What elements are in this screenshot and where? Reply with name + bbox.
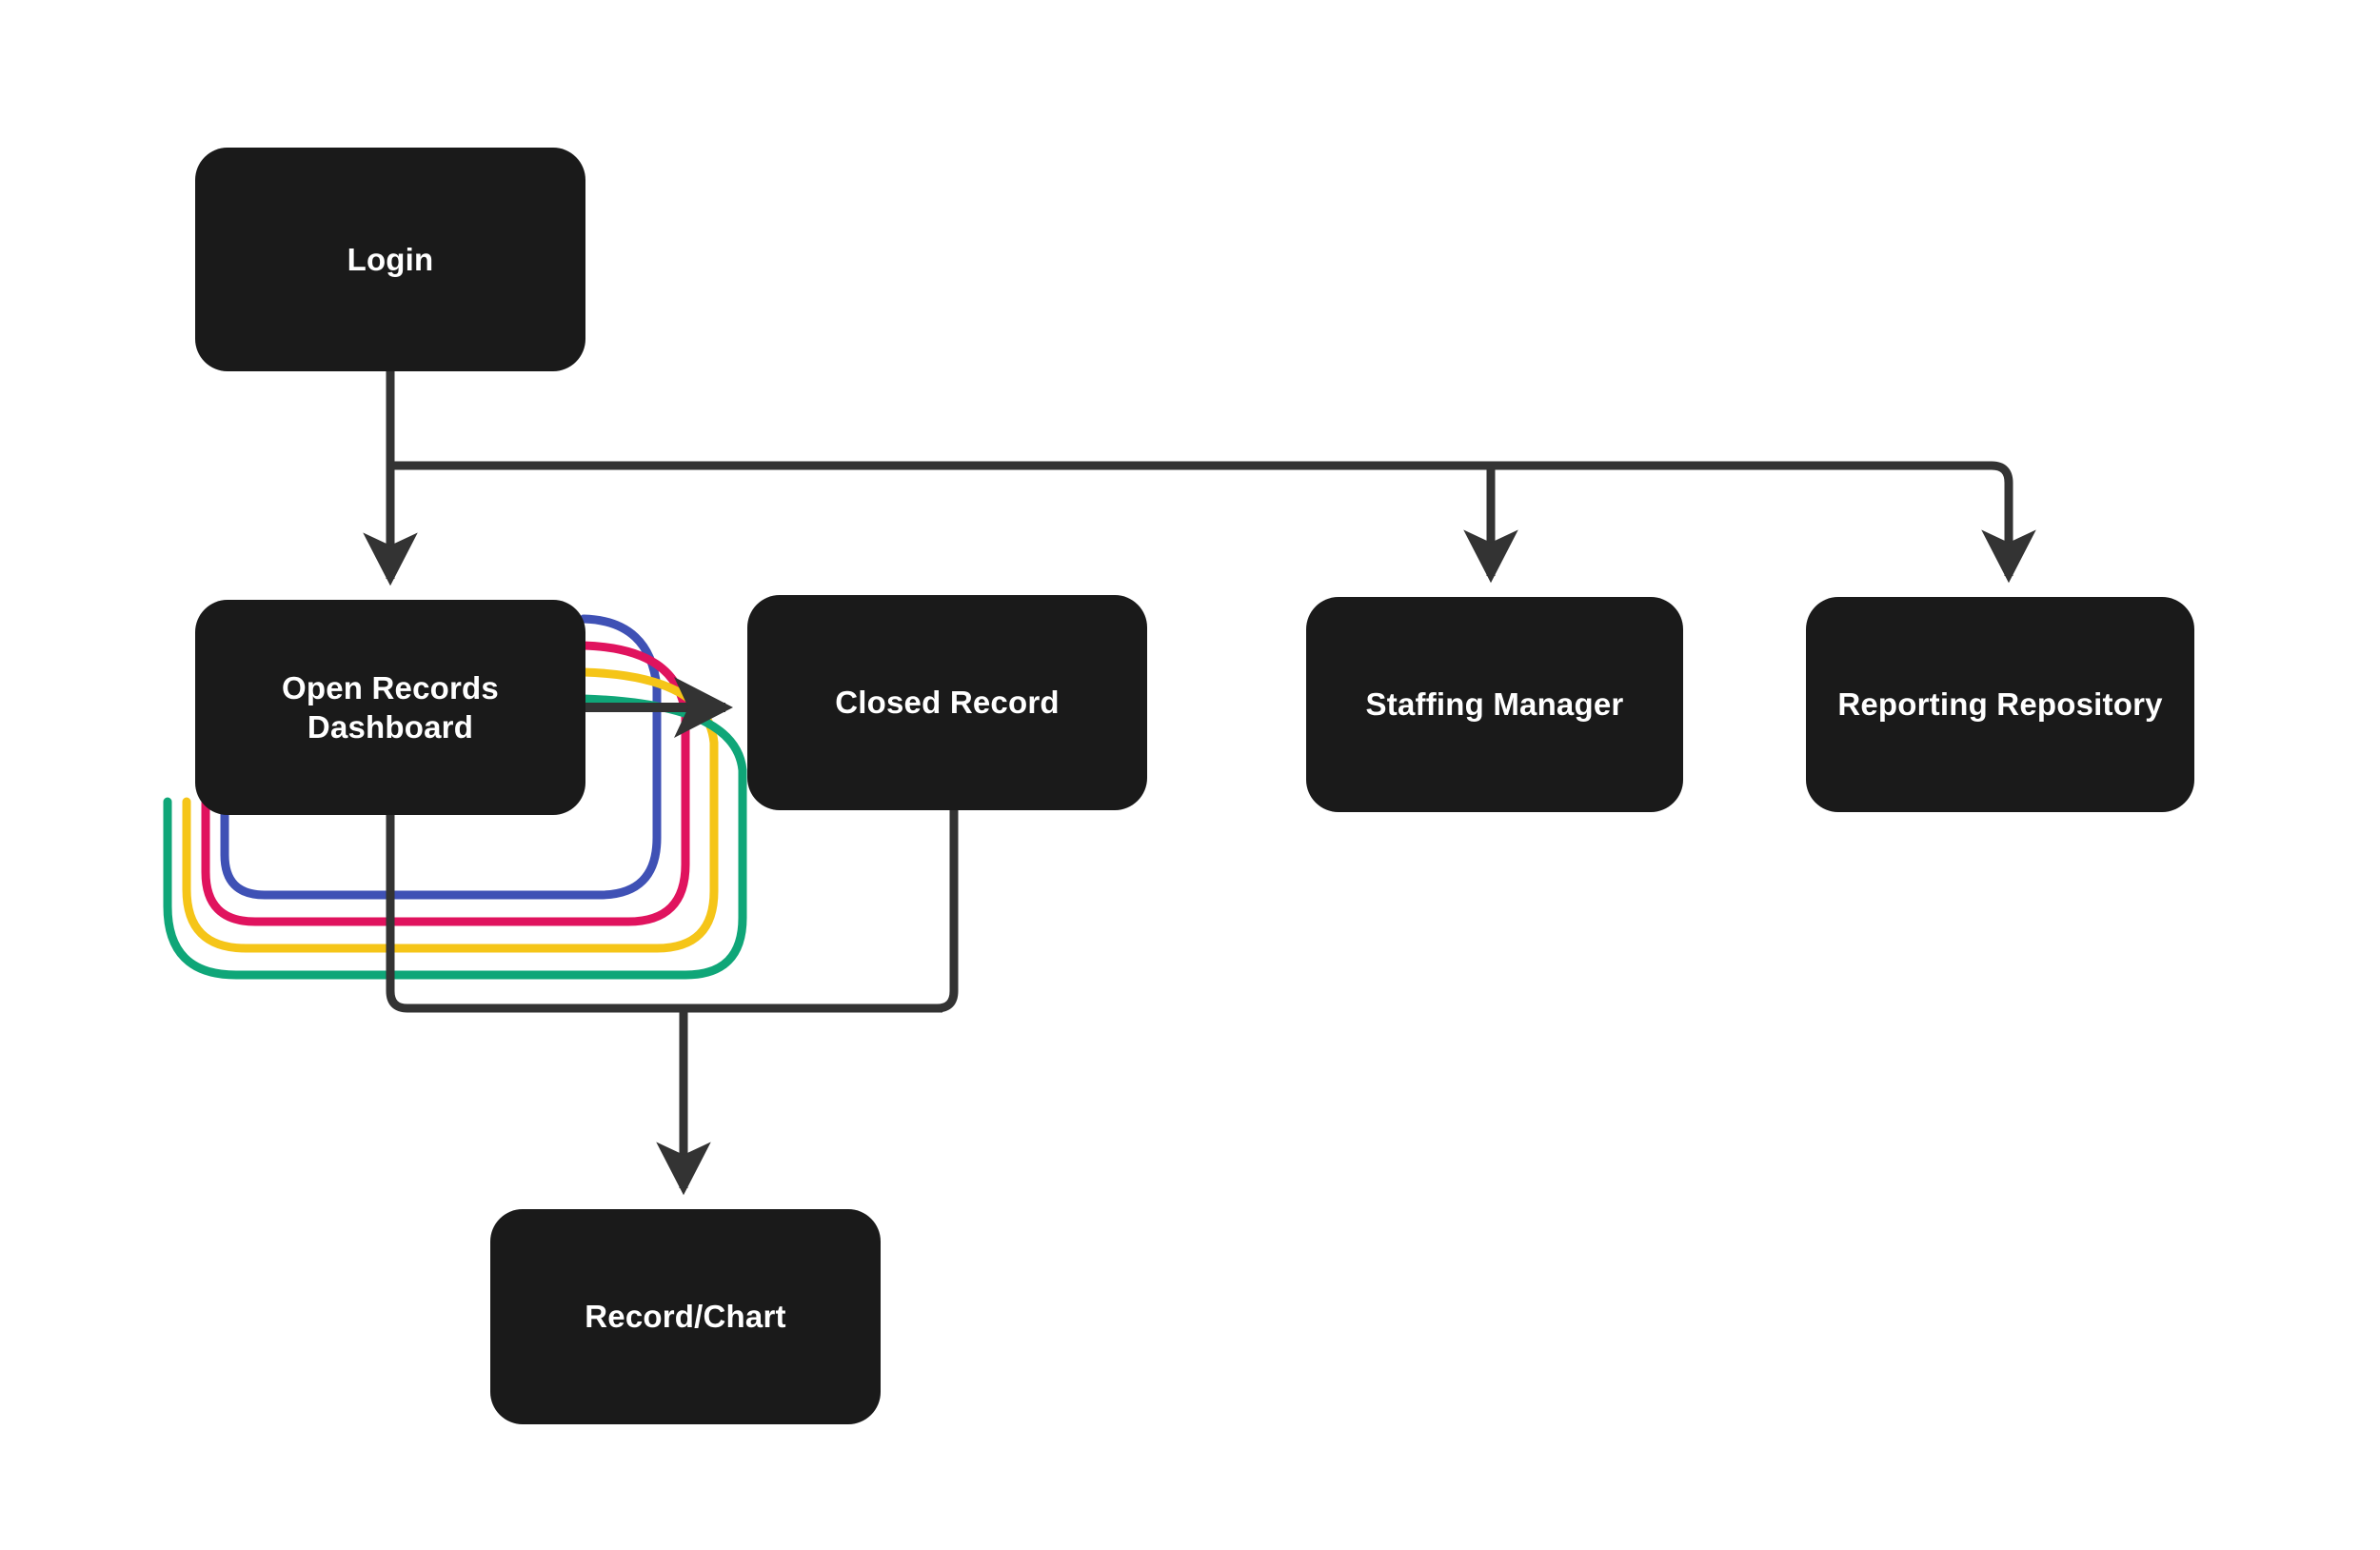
self-loop-group (163, 614, 747, 980)
node-reporting-repository[interactable]: Reporting Repository (1806, 597, 2194, 812)
node-record-chart-label: Record/Chart (585, 1299, 786, 1335)
node-staffing-manager[interactable]: Staffing Manager (1306, 597, 1683, 812)
node-staffing-manager-label: Staffing Manager (1365, 686, 1624, 723)
edge-login-bus (390, 461, 2013, 514)
node-record-chart[interactable]: Record/Chart (490, 1209, 881, 1424)
node-login[interactable]: Login (195, 148, 585, 371)
node-reporting-repository-label: Reporting Repository (1837, 686, 2163, 723)
node-login-label: Login (347, 241, 434, 277)
gold-loop (182, 667, 719, 953)
edge-closed-record-to-join (695, 810, 959, 1013)
blue-loop (220, 614, 662, 900)
edge-open-records-to-join (386, 815, 942, 1013)
node-closed-record[interactable]: Closed Record (747, 595, 1147, 810)
node-open-records-dashboard-label: Open Records Dashboard (282, 669, 499, 745)
magenta-loop (201, 641, 690, 926)
node-open-records-dashboard[interactable]: Open Records Dashboard (195, 600, 585, 815)
node-closed-record-label: Closed Record (835, 685, 1060, 721)
